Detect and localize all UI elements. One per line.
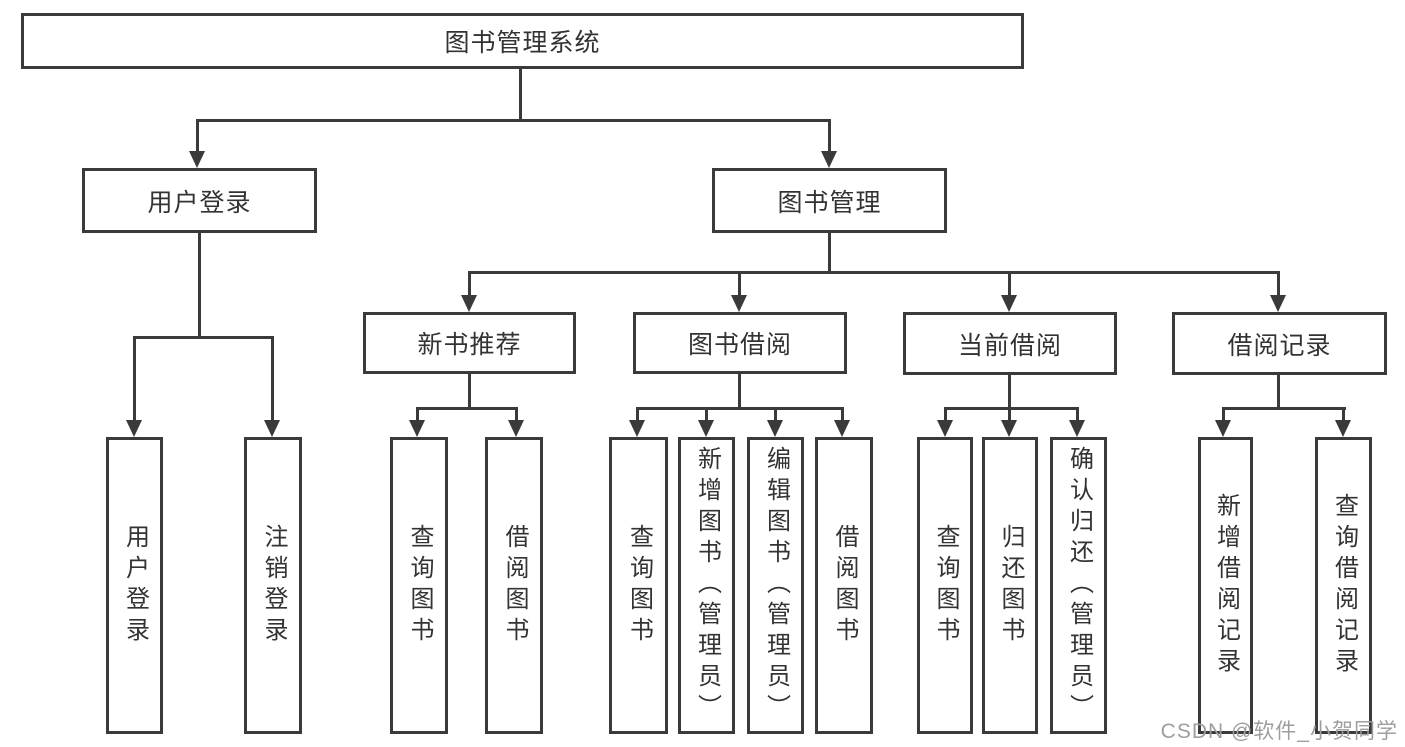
connector — [705, 407, 708, 424]
arrow-down-icon — [1215, 420, 1231, 437]
leaf-logout: 注销登录 — [244, 437, 302, 734]
connector — [841, 407, 844, 424]
leaf-query-books: 查询图书 — [609, 437, 668, 734]
arrow-down-icon — [834, 420, 850, 437]
leaf-query-borrow-record: 查询借阅记录 — [1315, 437, 1372, 734]
arrow-down-icon — [1270, 295, 1286, 312]
node-new-book-recommend: 新书推荐 — [363, 312, 576, 374]
connector — [1076, 407, 1079, 424]
connector — [636, 407, 844, 410]
arrow-down-icon — [937, 420, 953, 437]
node-user-login: 用户登录 — [82, 168, 317, 233]
arrow-down-icon — [821, 151, 837, 168]
connector — [738, 374, 741, 410]
connector — [468, 271, 1280, 274]
leaf-user-login: 用户登录 — [106, 437, 163, 734]
node-borrow-records: 借阅记录 — [1172, 312, 1387, 375]
arrow-down-icon — [731, 295, 747, 312]
arrow-down-icon — [1001, 295, 1017, 312]
connector — [944, 407, 947, 424]
connector — [271, 336, 274, 424]
connector — [1222, 407, 1346, 410]
leaf-query-books: 查询图书 — [390, 437, 448, 734]
leaf-edit-books-admin: 编辑图书（管理员） — [747, 437, 804, 734]
connector — [1277, 375, 1280, 410]
connector — [133, 336, 136, 424]
arrow-down-icon — [189, 151, 205, 168]
connector — [416, 407, 518, 410]
connector — [468, 374, 471, 410]
arrow-down-icon — [1335, 420, 1351, 437]
arrow-down-icon — [126, 420, 142, 437]
csdn-watermark: CSDN @软件_小贺同学 — [1160, 720, 1398, 743]
node-book-borrow: 图书借阅 — [633, 312, 847, 374]
connector — [636, 407, 639, 424]
connector — [515, 407, 518, 424]
arrow-down-icon — [508, 420, 524, 437]
leaf-add-books-admin: 新增图书（管理员） — [678, 437, 735, 734]
connector — [468, 271, 471, 299]
arrow-down-icon — [698, 420, 714, 437]
connector — [1222, 407, 1225, 424]
arrow-down-icon — [1001, 420, 1017, 437]
leaf-return-books: 归还图书 — [982, 437, 1038, 734]
connector — [774, 407, 777, 424]
connector — [828, 233, 831, 274]
connector — [1008, 271, 1011, 299]
leaf-query-books: 查询图书 — [917, 437, 973, 734]
connector — [1277, 271, 1280, 299]
connector — [416, 407, 419, 424]
leaf-add-borrow-record: 新增借阅记录 — [1198, 437, 1253, 734]
connector — [1008, 407, 1011, 424]
arrow-down-icon — [264, 420, 280, 437]
connector — [196, 119, 831, 122]
node-library-system-root: 图书管理系统 — [21, 13, 1024, 69]
connector — [196, 119, 199, 155]
arrow-down-icon — [409, 420, 425, 437]
leaf-borrow-books: 借阅图书 — [485, 437, 543, 734]
connector — [1008, 375, 1011, 410]
leaf-confirm-return-admin: 确认归还（管理员） — [1050, 437, 1107, 734]
connector — [738, 271, 741, 299]
connector — [198, 233, 201, 339]
arrow-down-icon — [461, 295, 477, 312]
connector — [1342, 407, 1345, 424]
connector — [519, 69, 522, 122]
arrow-down-icon — [629, 420, 645, 437]
connector — [944, 407, 1079, 410]
arrow-down-icon — [767, 420, 783, 437]
leaf-borrow-books: 借阅图书 — [815, 437, 873, 734]
node-book-management: 图书管理 — [712, 168, 947, 233]
connector — [828, 119, 831, 155]
connector — [133, 336, 274, 339]
arrow-down-icon — [1069, 420, 1085, 437]
node-current-borrow: 当前借阅 — [903, 312, 1117, 375]
